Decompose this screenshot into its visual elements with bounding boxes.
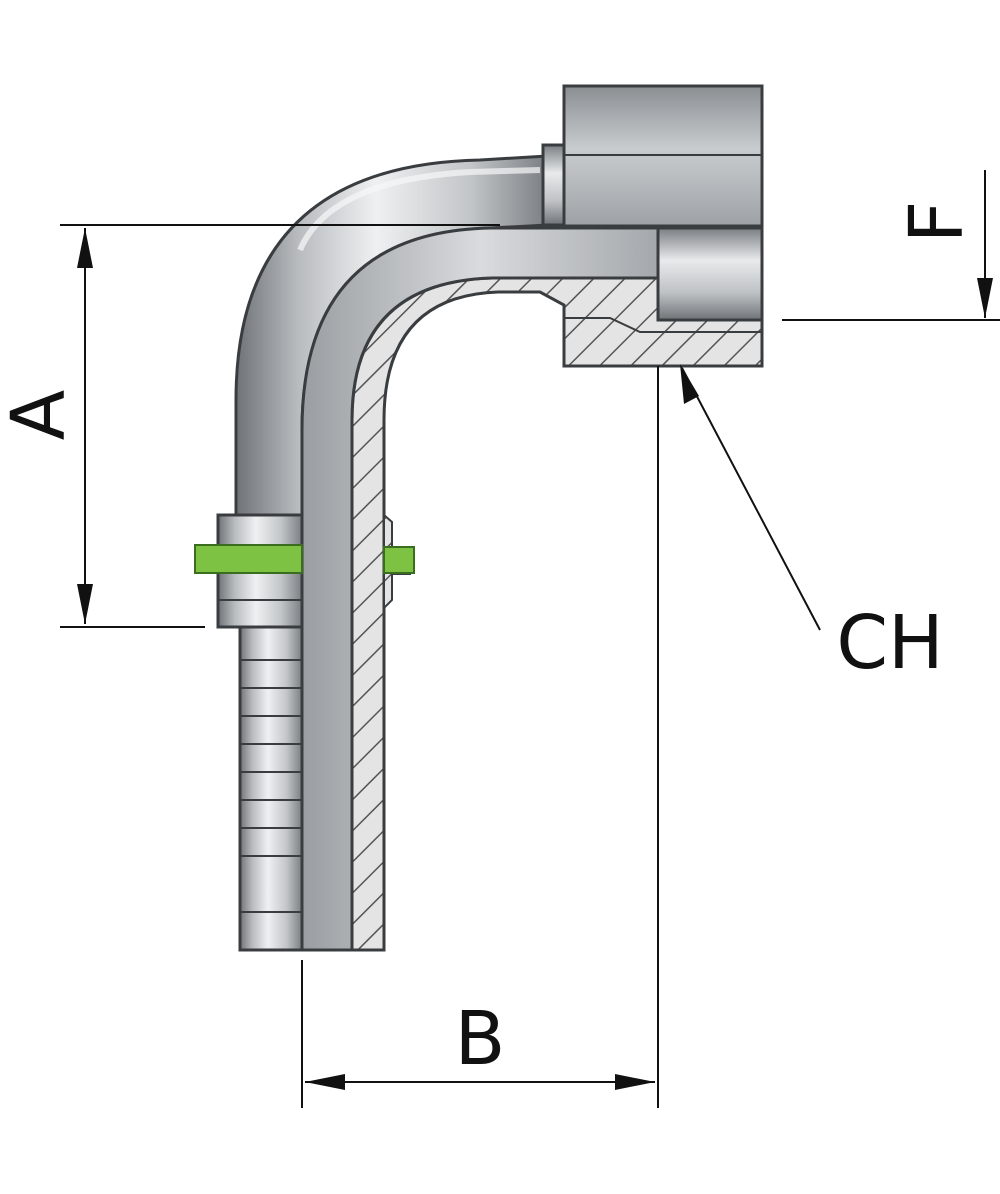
dim-b-arrow-left (305, 1074, 345, 1090)
dim-f-arrow (977, 278, 993, 318)
fitting-body (194, 84, 764, 952)
dimension-arrows (77, 228, 993, 1090)
dim-a-arrow-top (77, 228, 93, 268)
ch-leader-arrow (680, 364, 699, 404)
section-body (350, 276, 764, 952)
dim-b-arrow-right (615, 1074, 655, 1090)
dimension-lines (60, 170, 1000, 1108)
ch-leader-line (681, 367, 821, 631)
nut-thread-relief (564, 317, 762, 333)
nut-seat (656, 226, 764, 322)
bore-surface (300, 226, 660, 952)
dim-a-label: A (0, 389, 82, 440)
dim-b-label: B (455, 996, 506, 1082)
dim-a-arrow-bottom (77, 584, 93, 624)
elbow-highlight (297, 167, 541, 252)
hose-tail (238, 625, 304, 952)
tail-serrations (240, 659, 302, 913)
o-ring-section (383, 546, 415, 574)
o-ring (194, 544, 303, 574)
dim-f-label: F (894, 201, 980, 244)
ch-label: CH (836, 600, 943, 686)
